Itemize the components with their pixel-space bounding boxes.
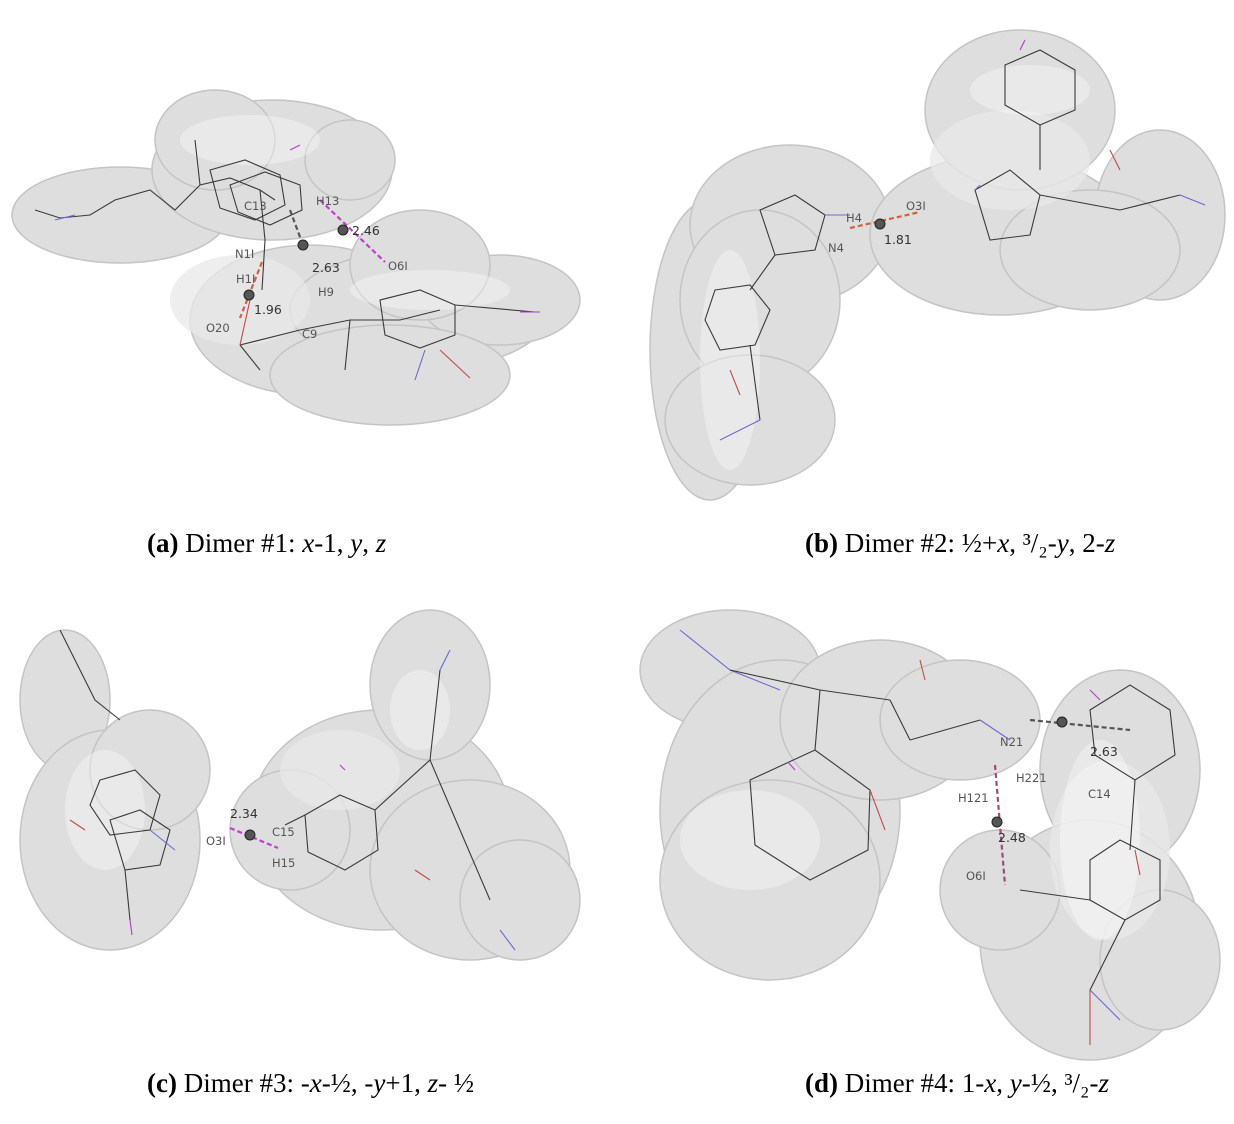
- caption-letter: (a): [147, 528, 179, 558]
- atom-label-c15: C15: [272, 825, 295, 839]
- atom-label-o3i: O3I: [906, 199, 926, 213]
- molecular-surface: [639, 609, 1221, 1061]
- atom-label-o6i: O6I: [388, 259, 408, 273]
- symmetry-op: - ½: [438, 1068, 475, 1098]
- caption-letter: (d): [805, 1068, 838, 1098]
- molecule-wireframe: [704, 39, 1206, 441]
- distance-label: 2.48: [998, 830, 1026, 845]
- caption-letter: (c): [147, 1068, 177, 1098]
- atom-label-c14: C14: [1088, 787, 1111, 801]
- symmetry-var: x: [997, 528, 1010, 558]
- symmetry-var: y: [1056, 528, 1069, 558]
- symmetry-op: , ³/₂-: [1009, 528, 1057, 558]
- symmetry-var: z: [1104, 528, 1116, 558]
- molecule-wireframe: [34, 139, 540, 381]
- molecular-surface: [649, 29, 1226, 501]
- atom-label-h1i: H1I: [236, 272, 255, 286]
- symmetry-var: z: [1098, 1068, 1109, 1098]
- symmetry-op: -½, ³/₂-: [1021, 1068, 1099, 1098]
- caption-letter: (b): [805, 528, 838, 558]
- atom-label-h15: H15: [272, 856, 295, 870]
- distance-label: 1.96: [254, 302, 282, 317]
- symmetry-op: ,: [362, 528, 376, 558]
- panel-a-figure: C13 H13 N1I H1I O20 C9 H9 O6I 2.46 2.63 …: [11, 89, 581, 426]
- panel-d-dimer-4: N21 H221 C14 H121 O6I 2.63 2.48 (d) Dime…: [620, 590, 1234, 1124]
- panel-b-dimer-2: H4 O3I N4 1.81 (b) Dimer #2: ½+x, ³/₂-y,…: [620, 0, 1234, 558]
- panel-c-figure: O3I C15 H15 2.34: [19, 609, 581, 961]
- interaction-contacts: [229, 826, 279, 850]
- atom-label-n1i: N1I: [235, 247, 254, 261]
- atom-label-h221: H221: [1016, 771, 1047, 785]
- atom-label-h121: H121: [958, 791, 989, 805]
- panel-c-dimer-3: O3I C15 H15 2.34 (c) Dimer #3: -x-½, -y+…: [0, 590, 600, 1124]
- atom-label-n21: N21: [1000, 735, 1023, 749]
- atom-label-n4: N4: [828, 241, 844, 255]
- distance-label: 2.63: [1090, 744, 1118, 759]
- symmetry-var: z: [427, 1068, 439, 1098]
- panel-d-figure: N21 H221 C14 H121 O6I 2.63 2.48: [639, 609, 1221, 1061]
- caption-prefix: Dimer #1:: [178, 528, 303, 558]
- atom-label-o3i: O3I: [206, 834, 226, 848]
- symmetry-var: x: [309, 1068, 322, 1098]
- atom-label-h9: H9: [318, 285, 334, 299]
- interaction-contacts: [238, 199, 386, 319]
- symmetry-op: -1,: [314, 528, 351, 558]
- distance-label: 2.63: [312, 260, 340, 275]
- molecular-surface: [19, 609, 581, 961]
- panel-b-figure: H4 O3I N4 1.81: [649, 29, 1226, 501]
- symmetry-var: x: [302, 528, 315, 558]
- molecule-wireframe: [679, 629, 1176, 1045]
- symmetry-var: x: [984, 1068, 997, 1098]
- interaction-contacts: [849, 210, 921, 230]
- atom-label-c9: C9: [302, 327, 317, 341]
- symmetry-op: +1,: [385, 1068, 428, 1098]
- interaction-contacts: [991, 716, 1131, 886]
- caption-d: (d) Dimer #4: 1-x, y-½, ³/₂-z: [805, 1068, 1109, 1099]
- symmetry-var: y: [350, 528, 363, 558]
- symmetry-op: 1-: [961, 1068, 985, 1098]
- symmetry-op: ,: [996, 1068, 1010, 1098]
- symmetry-op: -: [300, 1068, 310, 1098]
- atom-label-h4: H4: [846, 211, 862, 225]
- distance-label: 2.46: [352, 223, 380, 238]
- distance-label: 2.34: [230, 806, 258, 821]
- caption-b: (b) Dimer #2: ½+x, ³/₂-y, 2-z: [805, 528, 1115, 559]
- molecular-surface: [11, 89, 581, 426]
- caption-prefix: Dimer #3:: [176, 1068, 301, 1098]
- symmetry-var: y: [373, 1068, 386, 1098]
- distance-label: 1.81: [884, 232, 912, 247]
- molecule-wireframe: [59, 629, 516, 951]
- atom-label-o20: O20: [206, 321, 230, 335]
- panel-a-dimer-1: C13 H13 N1I H1I O20 C9 H9 O6I 2.46 2.63 …: [0, 0, 600, 558]
- symmetry-var: y: [1009, 1068, 1022, 1098]
- symmetry-op: -½, -: [321, 1068, 374, 1098]
- symmetry-op: ½+: [961, 528, 998, 558]
- symmetry-var: z: [375, 528, 387, 558]
- symmetry-op: , 2-: [1068, 528, 1105, 558]
- caption-c: (c) Dimer #3: -x-½, -y+1, z- ½: [147, 1068, 474, 1099]
- caption-a: (a) Dimer #1: x-1, y, z: [147, 528, 386, 559]
- atom-label-o6i: O6I: [966, 869, 986, 883]
- atom-label-h13: H13: [316, 194, 339, 208]
- caption-prefix: Dimer #4:: [838, 1068, 962, 1098]
- atom-label-c13: C13: [244, 199, 267, 213]
- caption-prefix: Dimer #2:: [838, 528, 962, 558]
